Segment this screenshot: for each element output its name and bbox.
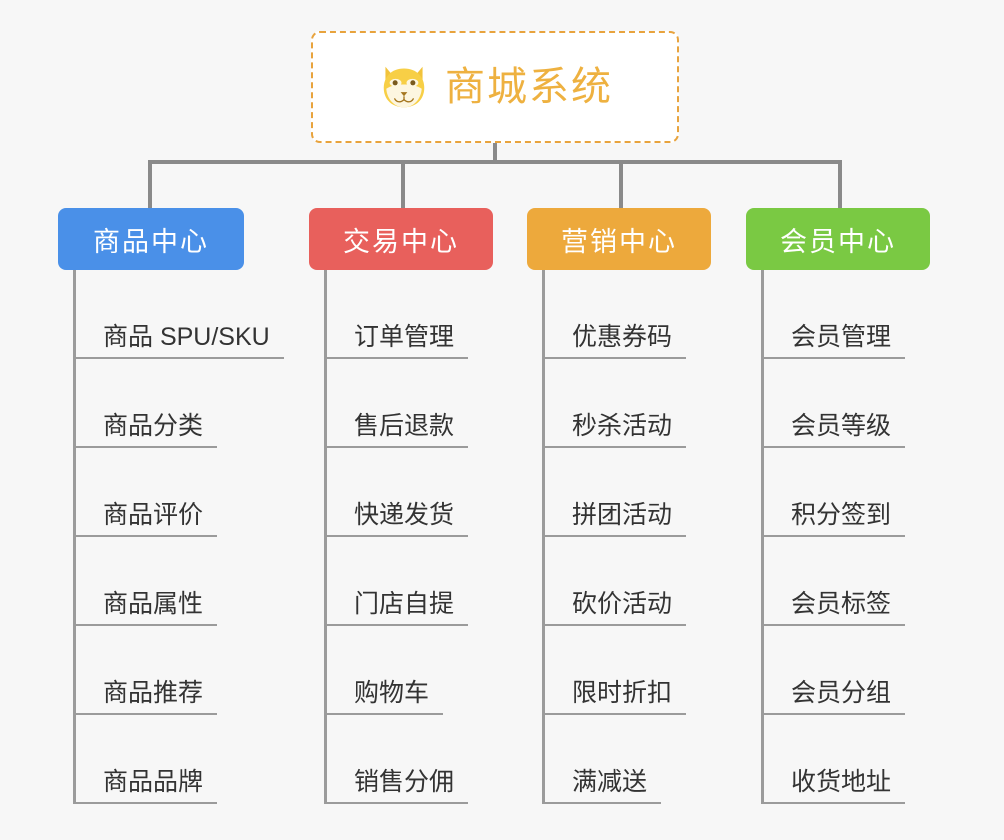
leaf-item-label: 砍价活动 [572, 590, 673, 619]
leaf-item-label: 门店自提 [354, 590, 455, 619]
column-header-2[interactable]: 交易中心 [309, 208, 493, 270]
leaf-spine-2 [324, 270, 327, 804]
leaf-item[interactable]: 快递发货 [324, 448, 493, 537]
leaf-item[interactable]: 销售分佣 [324, 715, 493, 804]
leaf-item-label: 会员分组 [791, 679, 892, 708]
leaf-item-label: 优惠券码 [572, 323, 673, 352]
leaf-item-underline [542, 535, 686, 537]
leaf-item[interactable]: 砍价活动 [542, 537, 711, 626]
leaf-list-3: 优惠券码秒杀活动拼团活动砍价活动限时折扣满减送 [542, 270, 711, 804]
leaf-item-label: 订单管理 [354, 323, 455, 352]
leaf-item[interactable]: 商品推荐 [73, 626, 244, 715]
leaf-item-underline [542, 713, 686, 715]
leaf-item[interactable]: 拼团活动 [542, 448, 711, 537]
leaf-item-underline [761, 446, 905, 448]
leaf-item[interactable]: 会员标签 [761, 537, 930, 626]
column-header-1[interactable]: 商品中心 [58, 208, 244, 270]
leaf-item[interactable]: 商品品牌 [73, 715, 244, 804]
leaf-item[interactable]: 优惠券码 [542, 270, 711, 359]
leaf-item-label: 会员等级 [791, 412, 892, 441]
leaf-item-label: 商品分类 [103, 412, 204, 441]
shiba-dog-face-icon [383, 66, 425, 108]
leaf-item-underline [73, 535, 217, 537]
leaf-item-label: 会员标签 [791, 590, 892, 619]
leaf-item-label: 限时折扣 [572, 679, 673, 708]
leaf-list-2: 订单管理售后退款快递发货门店自提购物车销售分佣 [324, 270, 493, 804]
leaf-item-underline [73, 802, 217, 804]
column-3: 营销中心优惠券码秒杀活动拼团活动砍价活动限时折扣满减送 [527, 208, 711, 804]
leaf-item-label: 售后退款 [354, 412, 455, 441]
leaf-item-underline [761, 624, 905, 626]
leaf-spine-4 [761, 270, 764, 804]
leaf-item[interactable]: 售后退款 [324, 359, 493, 448]
leaf-item[interactable]: 收货地址 [761, 715, 930, 804]
leaf-item[interactable]: 门店自提 [324, 537, 493, 626]
column-1: 商品中心商品 SPU/SKU 商品分类商品评价商品属性商品推荐商品品牌 [58, 208, 284, 804]
column-2: 交易中心订单管理售后退款快递发货门店自提购物车销售分佣 [309, 208, 493, 804]
leaf-item-label: 收货地址 [791, 768, 892, 797]
leaf-item-label: 商品品牌 [103, 768, 204, 797]
leaf-item-label: 商品推荐 [103, 679, 204, 708]
leaf-item[interactable]: 满减送 [542, 715, 711, 804]
connector-stem [493, 143, 497, 163]
leaf-item-underline [761, 357, 905, 359]
leaf-item-label: 商品评价 [103, 501, 204, 530]
column-header-3[interactable]: 营销中心 [527, 208, 711, 270]
leaf-spine-1 [73, 270, 76, 804]
leaf-item-label: 销售分佣 [354, 768, 455, 797]
connector-drop-3 [619, 160, 623, 208]
leaf-list-4: 会员管理会员等级积分签到会员标签会员分组收货地址 [761, 270, 930, 804]
leaf-item-label: 秒杀活动 [572, 412, 673, 441]
leaf-item-underline [324, 713, 443, 715]
leaf-item-underline [761, 713, 905, 715]
leaf-item-underline [542, 802, 661, 804]
leaf-item-label: 购物车 [354, 679, 430, 708]
connector-drop-1 [148, 160, 152, 208]
column-4: 会员中心会员管理会员等级积分签到会员标签会员分组收货地址 [746, 208, 930, 804]
leaf-item[interactable]: 订单管理 [324, 270, 493, 359]
leaf-item-underline [761, 535, 905, 537]
leaf-item-underline [324, 357, 468, 359]
leaf-item-underline [542, 446, 686, 448]
leaf-item[interactable]: 商品 SPU/SKU [73, 270, 284, 359]
leaf-item-underline [73, 446, 217, 448]
leaf-item[interactable]: 积分签到 [761, 448, 930, 537]
leaf-spine-3 [542, 270, 545, 804]
root-node[interactable]: 商城系统 [311, 31, 679, 143]
leaf-item[interactable]: 会员等级 [761, 359, 930, 448]
leaf-item[interactable]: 商品评价 [73, 448, 244, 537]
connector-bar [148, 160, 842, 164]
leaf-item-underline [73, 357, 284, 359]
leaf-item[interactable]: 商品属性 [73, 537, 244, 626]
leaf-item-label: 商品属性 [103, 590, 204, 619]
leaf-item-underline [324, 624, 468, 626]
leaf-item[interactable]: 会员分组 [761, 626, 930, 715]
leaf-item-underline [542, 624, 686, 626]
leaf-item[interactable]: 商品分类 [73, 359, 244, 448]
leaf-item-label: 商品 SPU/SKU [103, 323, 270, 352]
leaf-item-label: 快递发货 [354, 501, 455, 530]
leaf-item-underline [324, 802, 468, 804]
leaf-item[interactable]: 秒杀活动 [542, 359, 711, 448]
connector-drop-2 [401, 160, 405, 208]
leaf-item-underline [73, 624, 217, 626]
leaf-item-underline [324, 535, 468, 537]
leaf-item-underline [324, 446, 468, 448]
leaf-item-underline [73, 713, 217, 715]
leaf-item[interactable]: 会员管理 [761, 270, 930, 359]
leaf-item-label: 满减送 [572, 768, 648, 797]
leaf-list-1: 商品 SPU/SKU 商品分类商品评价商品属性商品推荐商品品牌 [73, 270, 284, 804]
leaf-item[interactable]: 购物车 [324, 626, 493, 715]
leaf-item-underline [542, 357, 686, 359]
leaf-item-label: 拼团活动 [572, 501, 673, 530]
leaf-item-label: 会员管理 [791, 323, 892, 352]
root-title: 商城系统 [445, 65, 613, 109]
leaf-item[interactable]: 限时折扣 [542, 626, 711, 715]
leaf-item-label: 积分签到 [791, 501, 892, 530]
connector-drop-4 [838, 160, 842, 208]
column-header-4[interactable]: 会员中心 [746, 208, 930, 270]
leaf-item-underline [761, 802, 905, 804]
